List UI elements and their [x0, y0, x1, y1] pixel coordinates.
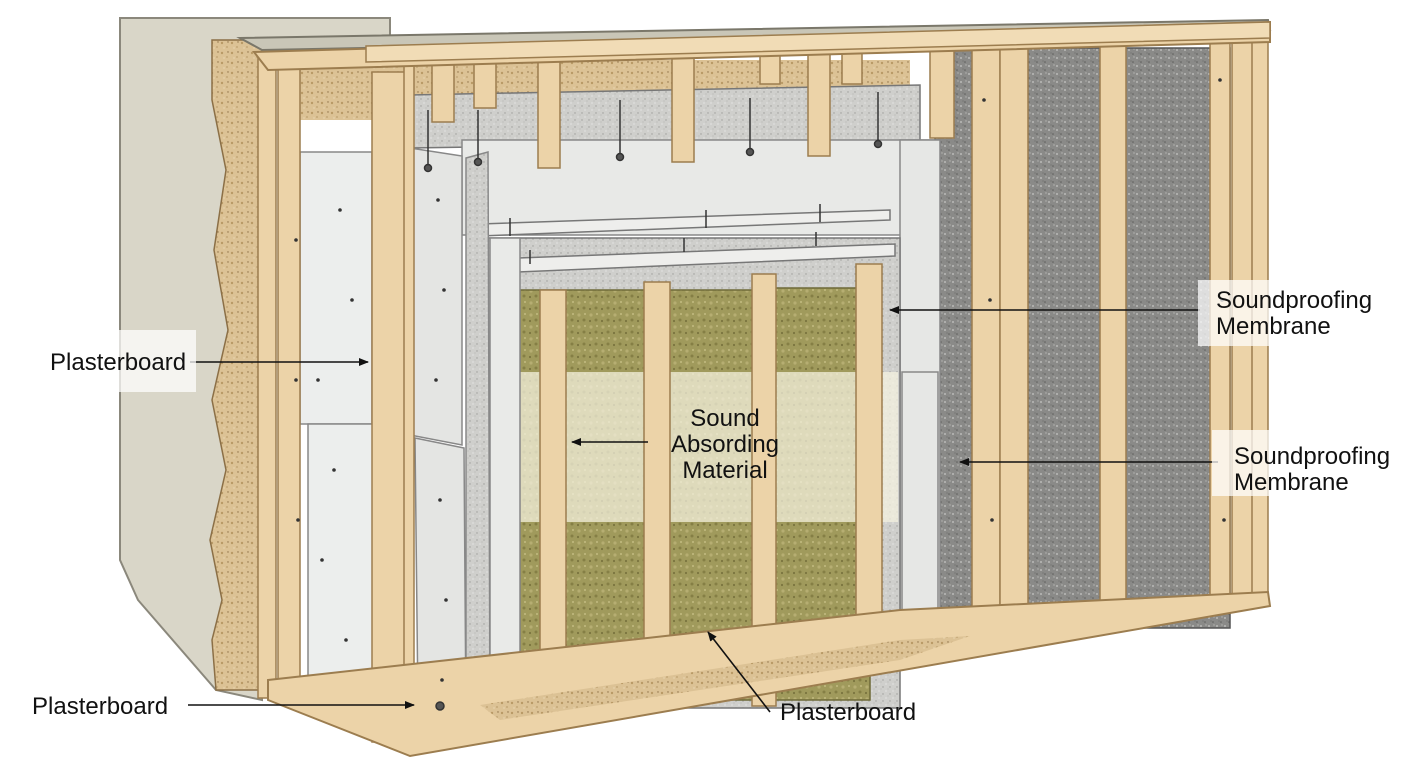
label-line: Material: [682, 457, 768, 484]
plasterboard-sheet: [901, 371, 939, 613]
joist-ends: [431, 47, 955, 169]
label-plasterboard-left: Plasterboard: [50, 350, 186, 376]
label-backdrop: [1198, 280, 1366, 346]
label-backdrop: [40, 330, 196, 392]
label-text: Plasterboard: [50, 349, 187, 376]
label-plasterboard-bottom-left: Plasterboard: [32, 694, 168, 720]
label-line: Sound: [690, 405, 760, 432]
label-line: Soundproofing: [1234, 443, 1391, 470]
label-text: Plasterboard: [32, 693, 169, 720]
plasterboard-sheet: [299, 151, 373, 425]
label-line: Absording: [670, 431, 780, 458]
fixing-bolts: [423, 92, 883, 711]
plasterboard-sheet: [409, 147, 463, 446]
label-backdrop: [1212, 430, 1392, 496]
label-text: Plasterboard: [780, 699, 917, 726]
plasterboard-sheet: [465, 151, 491, 718]
label-soundproofing-membrane-lower: Soundproofing Membrane: [1234, 444, 1390, 496]
callout-arrows: [188, 306, 1218, 713]
floor-rubble: [480, 636, 970, 720]
label-line: Membrane: [1216, 313, 1331, 340]
label-sound-absorbing-material: Sound Absording Material: [670, 406, 780, 484]
highlight-band: [518, 372, 898, 522]
plasterboard-sheet: [307, 423, 375, 691]
arrow-plasterboard-bottom-center: [707, 631, 771, 713]
label-soundproofing-membrane-upper: Soundproofing Membrane: [1216, 288, 1372, 340]
label-line: Soundproofing: [1216, 287, 1373, 314]
label-plasterboard-bottom-center: Plasterboard: [780, 700, 916, 726]
top-plate-front: [365, 21, 1271, 63]
plasterboard-sheet: [489, 237, 521, 715]
rubble-infill: [209, 39, 263, 691]
label-line: Membrane: [1234, 469, 1349, 496]
